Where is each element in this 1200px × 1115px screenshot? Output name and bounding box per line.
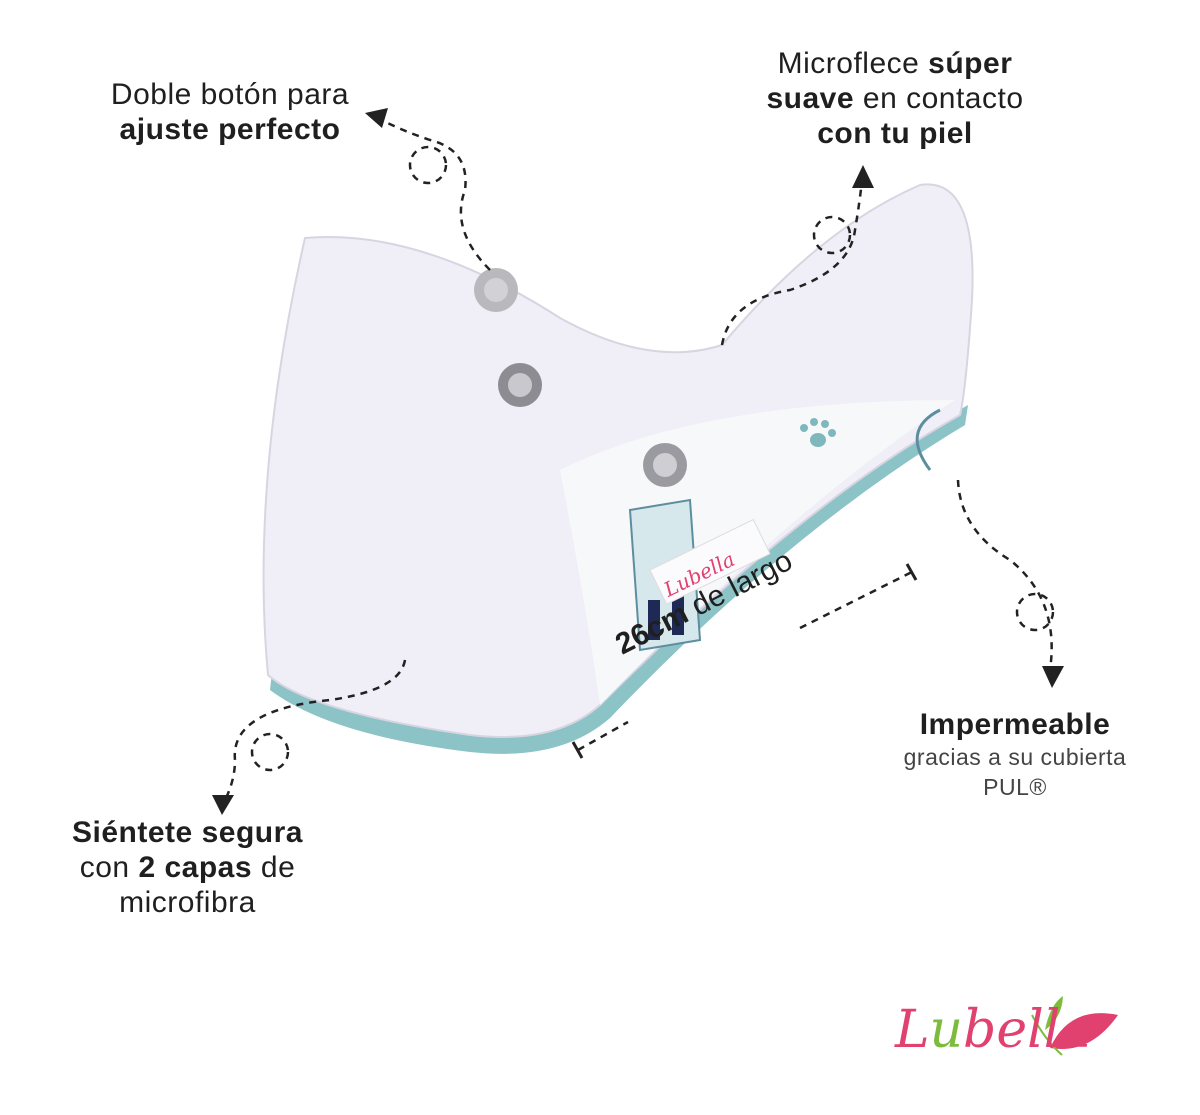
paw-toe (800, 424, 808, 432)
snap-button (474, 268, 518, 312)
brand-logo-text: Lubella (895, 1000, 1091, 1060)
feature-text: Microflece (777, 47, 929, 80)
pad-underside (270, 405, 968, 754)
measure-end-ticks (571, 563, 918, 759)
feature-microfleece: Microflece súper suave en contacto con t… (720, 46, 1070, 151)
dashed-callouts (223, 116, 1055, 801)
feature-line: Impermeable (860, 707, 1170, 742)
feature-text: de (252, 851, 296, 884)
feature-title: Siéntete segura (72, 816, 303, 849)
callout-circle (250, 732, 290, 772)
feature-text: gracias a su cubierta (903, 744, 1127, 770)
arrowhead-icon (852, 165, 874, 188)
callout-circle (408, 145, 448, 185)
snap-button (498, 363, 542, 407)
arrowhead-icon (1042, 666, 1064, 688)
feature-line: ajuste perfecto (60, 112, 400, 147)
feature-line: suave en contacto (720, 81, 1070, 116)
feature-text-bold: suave (766, 82, 855, 115)
feature-text-bold: 2 capas (138, 851, 253, 884)
feature-layers: Siéntete segura con 2 capas de microfibr… (30, 815, 345, 920)
feature-line: con tu piel (720, 116, 1070, 151)
brand-tag (649, 518, 771, 605)
feature-text-bold: súper (928, 47, 1013, 80)
callout-circle (1015, 592, 1055, 632)
cat-tail (915, 408, 941, 471)
brand-logo-letter: u (929, 1000, 964, 1060)
feature-line: Microflece súper (720, 46, 1070, 81)
brand-logo-letter: l (1027, 1000, 1044, 1060)
feature-text-bold: ajuste perfecto (119, 113, 341, 146)
cat-leg (672, 595, 684, 635)
brand-logo-letter: L (895, 1000, 930, 1060)
paw-toe (828, 429, 836, 437)
arrow-microfleece (720, 179, 864, 346)
arrow-layers (223, 659, 407, 801)
arrowhead-icon (212, 795, 234, 815)
paw-toe (810, 418, 818, 426)
feature-text-bold: con tu piel (817, 117, 973, 150)
feature-waterproof: Impermeable gracias a su cubierta PUL® (860, 707, 1170, 802)
feature-title: Impermeable (919, 708, 1111, 741)
feature-text: PUL® (983, 774, 1047, 800)
snap-button (643, 443, 687, 487)
arrowhead-icon (365, 108, 388, 128)
feature-text: con (79, 851, 139, 884)
callout-circle (812, 215, 852, 255)
feature-line: Siéntete segura (30, 815, 345, 850)
feature-text: microfibra (119, 886, 256, 919)
measure-line (577, 570, 913, 752)
feature-text: Doble botón para (110, 78, 350, 111)
paw-toe (821, 420, 829, 428)
feature-text: en contacto (854, 82, 1024, 115)
feature-line: con 2 capas de (30, 850, 345, 885)
brand-logo: Lubella (895, 1000, 1091, 1060)
feature-buttons: Doble botón para ajuste perfecto (60, 77, 400, 147)
arrow-waterproof (956, 479, 1053, 671)
logo-leaf-icon (1031, 996, 1118, 1056)
cat-leg (648, 600, 660, 640)
brand-logo-letter: l (1043, 1000, 1061, 1060)
arrow-buttons (377, 116, 491, 271)
brand-logo-letter: e (996, 1000, 1028, 1060)
brand-logo-letter: a (1060, 1000, 1092, 1060)
paw-print-icon (810, 433, 826, 447)
brand-logo-letter: b (963, 1000, 997, 1060)
